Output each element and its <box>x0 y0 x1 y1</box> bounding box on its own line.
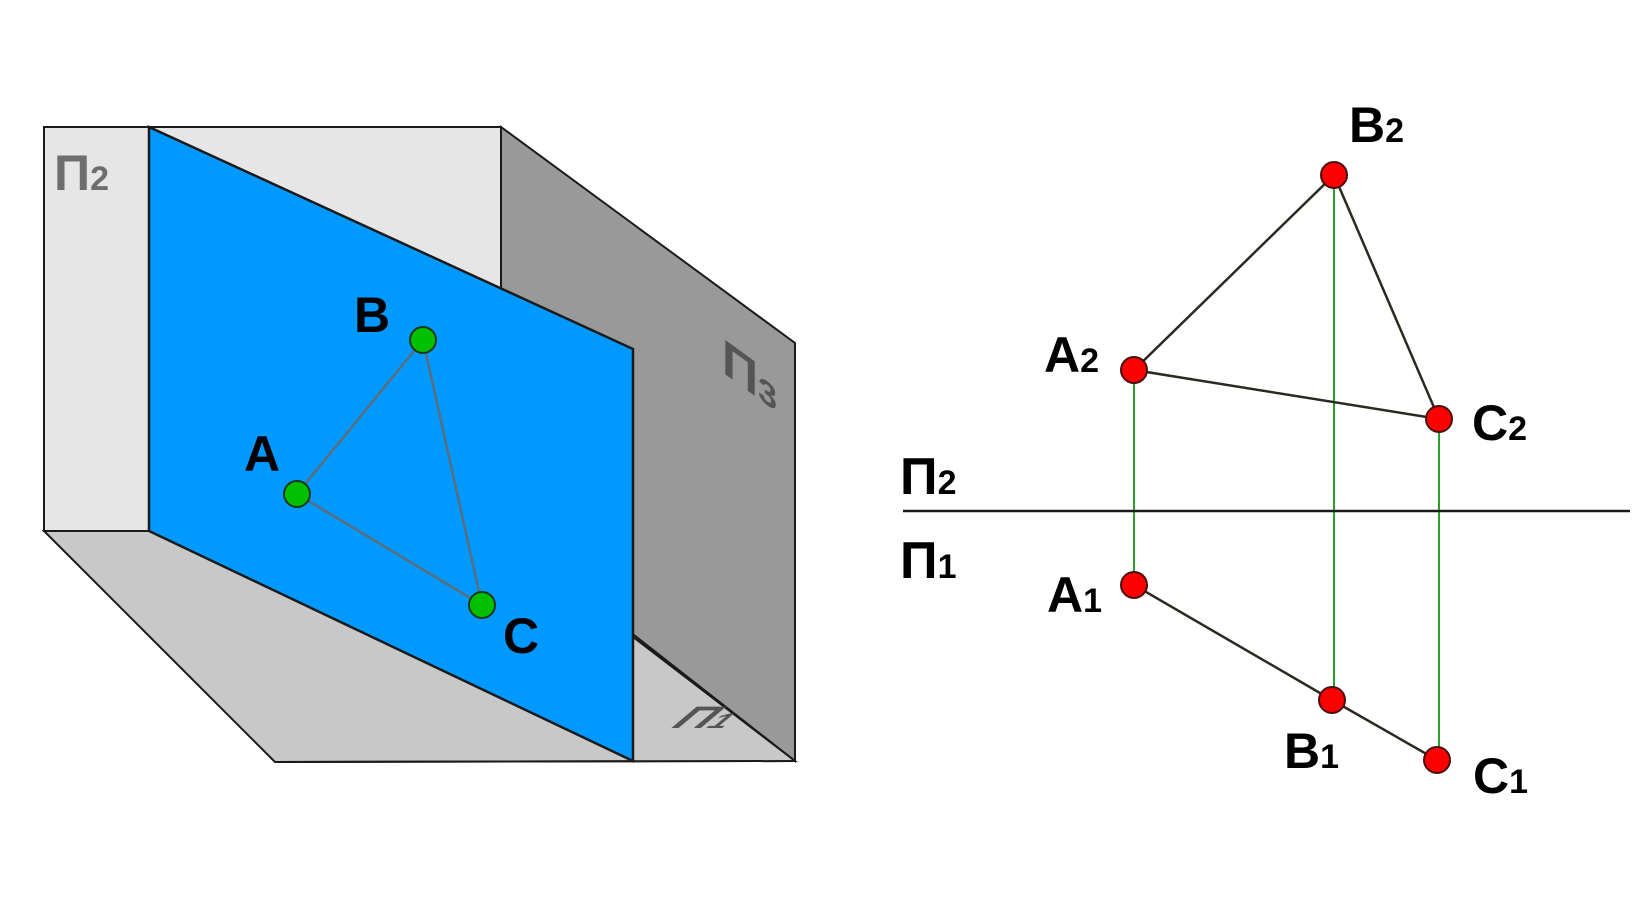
point-a <box>283 480 311 508</box>
plane-label-p2: Π2 <box>54 145 109 201</box>
edge-b1-c1 <box>1331 698 1438 762</box>
point-label-c1: C1 <box>1473 748 1528 804</box>
edge-a1-b1 <box>1133 583 1333 702</box>
edge-a2-c2 <box>1133 368 1440 421</box>
point-label-a: A <box>244 426 280 482</box>
point-c1 <box>1423 746 1451 774</box>
point-a2 <box>1120 356 1148 384</box>
spatial-view: Π2 Π3 Π1 A B C <box>41 125 798 764</box>
axis-label-p2: Π2 <box>900 448 956 506</box>
point-a1 <box>1120 571 1148 599</box>
edge-a2-b2 <box>1133 174 1335 371</box>
projection-lines <box>1133 175 1440 760</box>
axis-label-p1: Π1 <box>900 532 956 590</box>
point-label-b: B <box>354 287 390 343</box>
floor-front-edge <box>274 760 796 763</box>
point-label-a1: A1 <box>1047 567 1102 623</box>
point-label-c: C <box>503 608 539 664</box>
edge-ac <box>296 492 483 607</box>
point-label-c2: C2 <box>1472 395 1527 451</box>
point-label-a2: A2 <box>1044 327 1099 383</box>
point-c2 <box>1425 405 1453 433</box>
edge-b2-c2 <box>1332 174 1441 420</box>
horizontal-projection-edges <box>1133 583 1438 762</box>
orthographic-view: Π2 Π1 A2 B2 C2 <box>900 97 1630 804</box>
point-c <box>468 591 496 619</box>
point-label-b2: B2 <box>1349 97 1404 153</box>
frontal-projection-edges <box>1133 174 1441 421</box>
edge-bc <box>421 339 484 606</box>
point-b2 <box>1320 161 1348 189</box>
point-b1 <box>1318 686 1346 714</box>
point-b <box>409 326 437 354</box>
edge-ab <box>296 339 424 495</box>
triangle-abc-edges <box>296 339 484 607</box>
point-label-b1: B1 <box>1284 723 1339 779</box>
triangle-plane <box>147 125 635 763</box>
floor-wall-junction <box>632 636 796 762</box>
